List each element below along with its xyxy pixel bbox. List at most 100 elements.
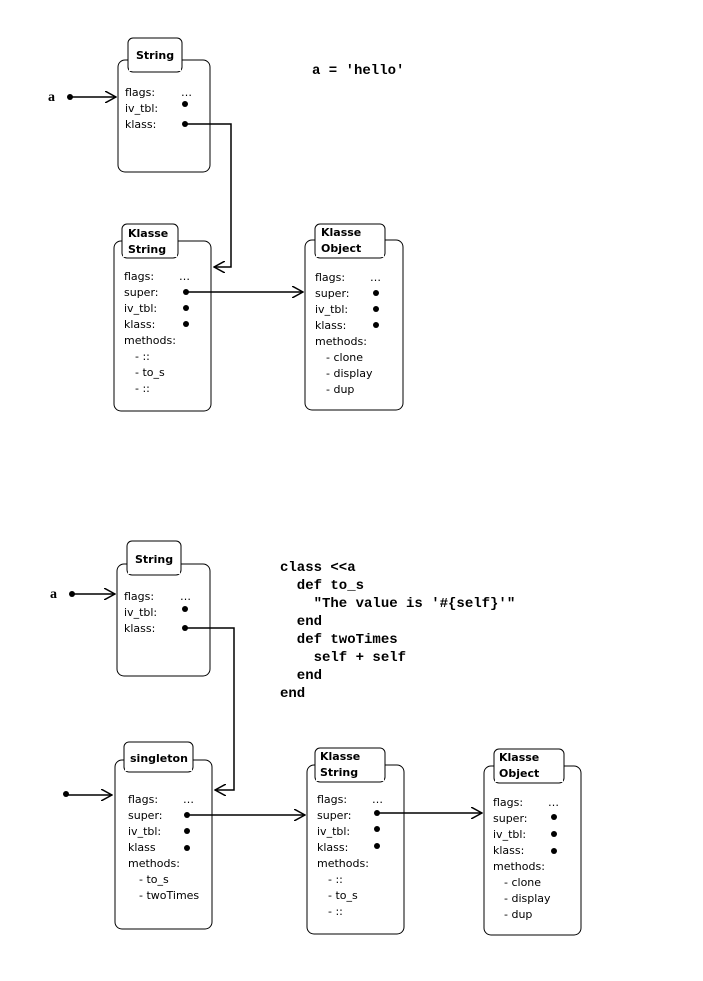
string-object-box	[117, 59, 211, 173]
method-item: - ::	[135, 382, 150, 395]
tab-cover	[316, 240, 384, 257]
method-item: - to_s	[135, 366, 165, 379]
flags-value: …	[370, 271, 381, 284]
tab-cover	[123, 241, 177, 257]
code-line: class <<a	[280, 560, 356, 576]
method-item: - clone	[504, 876, 541, 889]
field-iv-tbl: iv_tbl:	[124, 302, 157, 315]
klasse-string-title-2: String	[128, 243, 166, 256]
field-klass: klass:	[124, 622, 155, 635]
method-item: - display	[326, 367, 373, 380]
iv-tbl-pointer	[551, 831, 557, 837]
iv-tbl-pointer	[184, 828, 190, 834]
top-diagram: a a = 'hello' String flags: … iv_tbl: kl…	[48, 37, 404, 412]
method-item: - dup	[504, 908, 532, 921]
code-line: end	[280, 686, 305, 702]
iv-tbl-pointer	[373, 306, 379, 312]
klass-to-singleton-arrow	[185, 627, 235, 790]
string-object-box	[116, 563, 211, 677]
incoming-dot	[63, 791, 69, 797]
field-flags: flags:	[124, 590, 154, 603]
flags-value: …	[183, 793, 194, 806]
method-item: - ::	[328, 873, 343, 886]
field-methods: methods:	[128, 857, 180, 870]
flags-value: …	[181, 86, 192, 99]
singleton-code-block: class <<a def to_s "The value is '#{self…	[280, 560, 515, 702]
field-iv-tbl: iv_tbl:	[125, 102, 158, 115]
klasse-string-title-2: String	[320, 766, 358, 779]
field-super: super:	[493, 812, 528, 825]
field-methods: methods:	[124, 334, 176, 347]
field-super: super:	[128, 809, 163, 822]
method-item: - display	[504, 892, 551, 905]
klass-pointer	[551, 848, 557, 854]
field-methods: methods:	[315, 335, 367, 348]
code-line: def twoTimes	[280, 632, 398, 648]
field-klass: klass:	[317, 841, 348, 854]
field-klass: klass:	[124, 318, 155, 331]
iv-tbl-pointer	[182, 606, 188, 612]
iv-tbl-pointer	[374, 826, 380, 832]
field-flags: flags:	[315, 271, 345, 284]
bottom-klasse-string: Klasse String flags: … super: iv_tbl: kl…	[306, 747, 405, 935]
field-flags: flags:	[493, 796, 523, 809]
bottom-klasse-object: Klasse Object flags: … super: iv_tbl: kl…	[483, 748, 582, 936]
top-klasse-object: Klasse Object flags: … super: iv_tbl: kl…	[304, 223, 404, 411]
string-object-title: String	[136, 49, 174, 62]
klasse-object-title-1: Klasse	[499, 751, 539, 764]
super-pointer	[373, 290, 379, 296]
method-item: - dup	[326, 383, 354, 396]
iv-tbl-pointer	[182, 101, 188, 107]
method-item: - twoTimes	[139, 889, 199, 902]
tab-cover	[125, 760, 192, 771]
klasse-string-title-1: Klasse	[128, 227, 168, 240]
field-klass: klass:	[493, 844, 524, 857]
code-line: end	[280, 614, 322, 630]
klasse-object-title-1: Klasse	[321, 226, 361, 239]
singleton-title: singleton	[130, 752, 188, 765]
top-string-object: String flags: … iv_tbl: klass:	[117, 37, 211, 173]
field-klass: klass	[128, 841, 156, 854]
code-line: self + self	[280, 650, 406, 666]
bottom-diagram: a class <<a def to_s "The value is '#{se…	[50, 540, 582, 936]
variable-a: a	[48, 90, 55, 105]
singleton-class: singleton flags: … super: iv_tbl: klass …	[63, 741, 213, 930]
field-flags: flags:	[124, 270, 154, 283]
field-flags: flags:	[128, 793, 158, 806]
flags-value: …	[548, 796, 559, 809]
bottom-string-object: String flags: … iv_tbl: klass:	[116, 540, 211, 677]
method-item: - ::	[135, 350, 150, 363]
variable-a: a	[50, 587, 57, 602]
field-iv-tbl: iv_tbl:	[493, 828, 526, 841]
code-line: def to_s	[280, 578, 364, 594]
field-iv-tbl: iv_tbl:	[128, 825, 161, 838]
top-code-line: a = 'hello'	[312, 63, 404, 79]
flags-value: …	[180, 590, 191, 603]
klass-pointer	[374, 843, 380, 849]
field-iv-tbl: iv_tbl:	[315, 303, 348, 316]
tab-cover	[128, 564, 180, 574]
field-iv-tbl: iv_tbl:	[124, 606, 157, 619]
klasse-object-title-2: Object	[499, 767, 539, 780]
klasse-object-title-2: Object	[321, 242, 361, 255]
field-methods: methods:	[493, 860, 545, 873]
field-super: super:	[317, 809, 352, 822]
method-item: - to_s	[328, 889, 358, 902]
top-klasse-string: Klasse String flags: … super: iv_tbl: kl…	[113, 223, 212, 412]
method-item: - to_s	[139, 873, 169, 886]
klass-pointer	[183, 321, 189, 327]
field-methods: methods:	[317, 857, 369, 870]
field-iv-tbl: iv_tbl:	[317, 825, 350, 838]
field-klass: klass:	[125, 118, 156, 131]
tab-cover	[495, 766, 563, 782]
iv-tbl-pointer	[183, 305, 189, 311]
klasse-string-title-1: Klasse	[320, 750, 360, 763]
klass-pointer	[184, 845, 190, 851]
super-pointer	[551, 814, 557, 820]
code-line: "The value is '#{self}'"	[280, 596, 515, 612]
klass-to-klasse-string-arrow	[185, 123, 232, 267]
field-super: super:	[124, 286, 159, 299]
field-super: super:	[315, 287, 350, 300]
method-item: - ::	[328, 905, 343, 918]
